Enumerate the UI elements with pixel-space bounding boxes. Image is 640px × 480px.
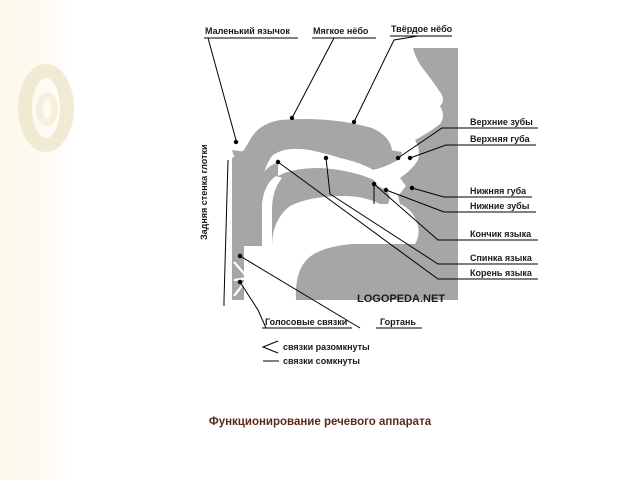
label-tongue-back: Спинка языка [470, 253, 533, 263]
leader-tongue-root [277, 161, 472, 280]
label-hard-palate: Твёрдое нёбо [391, 24, 453, 34]
label-upper-teeth: Верхние зубы [470, 117, 533, 127]
label-lower-teeth: Нижние зубы [470, 201, 530, 211]
leader-tongue-tip [373, 182, 472, 241]
leader-lower-teeth [385, 189, 472, 213]
leader-upper-lip [409, 144, 474, 159]
label-uvula: Маленький язычок [205, 26, 290, 36]
label-underlines [204, 35, 538, 329]
leader-larynx [239, 255, 361, 329]
leader-lower-lip [411, 187, 472, 198]
legend: связки разомкнуты связки сомкнуты [261, 340, 370, 366]
leader-uvula [207, 37, 237, 141]
label-soft-palate: Мягкое нёбо [313, 26, 369, 36]
label-lower-lip: Нижняя губа [470, 186, 527, 196]
watermark-text: LOGOPEDA.NET [357, 293, 445, 305]
leader-upper-teeth [397, 127, 474, 159]
cavity-cutouts [244, 155, 382, 300]
oral-cavity [278, 155, 382, 180]
leader-dots [233, 115, 415, 285]
leader-soft-palate [291, 37, 335, 119]
legend-closed-text: связки сомкнуты [283, 356, 360, 366]
label-upper-lip: Верхняя губа [470, 134, 531, 144]
label-tongue-root: Корень языка [470, 268, 533, 278]
face-profile [295, 48, 458, 300]
leader-vocal-cords [239, 281, 267, 329]
pharyngeal-gap [262, 176, 282, 246]
leader-tongue-back [325, 157, 472, 265]
vocal-cords-shape [233, 261, 249, 297]
label-larynx: Гортань [380, 317, 416, 327]
label-vocal-cords: Голосовые связки [265, 317, 347, 327]
leader-hard-palate [353, 35, 419, 123]
label-pharynx-wall: Задняя стенка глотки [199, 144, 209, 240]
uvula-shape [232, 150, 246, 163]
label-tongue-tip: Кончик языка [470, 229, 532, 239]
leader-lines [207, 35, 474, 329]
tongue-shape [262, 161, 390, 246]
decorative-ring-inner [36, 92, 58, 126]
legend-open-symbol [261, 340, 279, 354]
diagram-caption: Функционирование речевого аппарата [208, 416, 432, 428]
pharynx-wall-edge [223, 159, 229, 301]
laryngeal-cavity [244, 246, 296, 300]
legend-open-text: связки разомкнуты [283, 342, 370, 352]
